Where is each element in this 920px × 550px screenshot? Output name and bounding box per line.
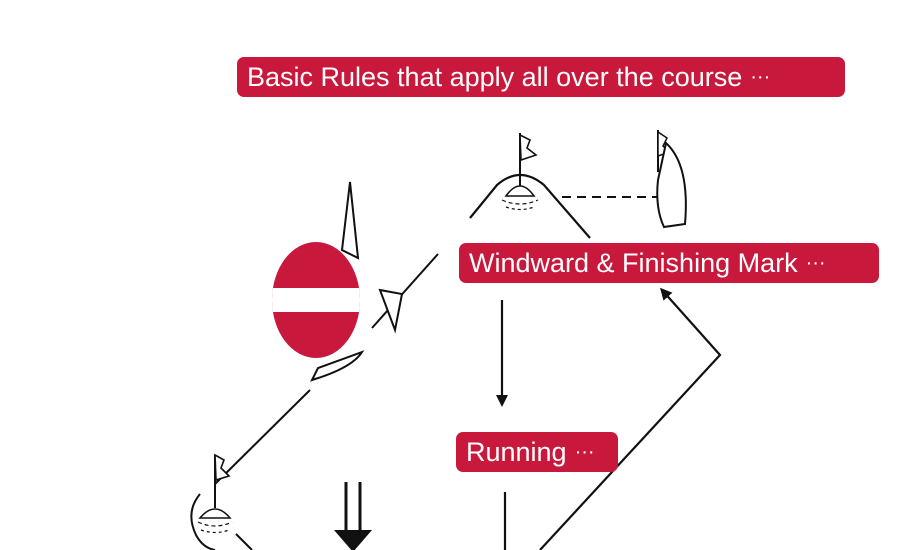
more-icon: ··· <box>805 252 826 274</box>
arrow-return <box>539 287 722 550</box>
basic-rules-label-button[interactable]: Basic Rules that apply all over the cour… <box>237 57 845 97</box>
running-label: Running <box>466 437 567 467</box>
windward-mark-label-button[interactable]: Windward & Finishing Mark ··· <box>459 243 879 283</box>
leeward-flag-mark-icon <box>190 453 253 550</box>
more-icon: ··· <box>750 66 771 88</box>
course-line-beat <box>371 253 439 329</box>
committee-boat-icon <box>656 130 687 229</box>
red-buoy-mark <box>272 181 404 382</box>
heavy-down-arrow-icon <box>334 482 372 550</box>
running-label-button[interactable]: Running ··· <box>456 432 618 472</box>
windward-flag-mark-icon <box>469 133 591 239</box>
basic-rules-label: Basic Rules that apply all over the cour… <box>247 62 743 92</box>
course-line-beat <box>214 389 311 485</box>
more-icon: ··· <box>574 441 595 463</box>
windward-mark-label: Windward & Finishing Mark <box>469 248 798 278</box>
